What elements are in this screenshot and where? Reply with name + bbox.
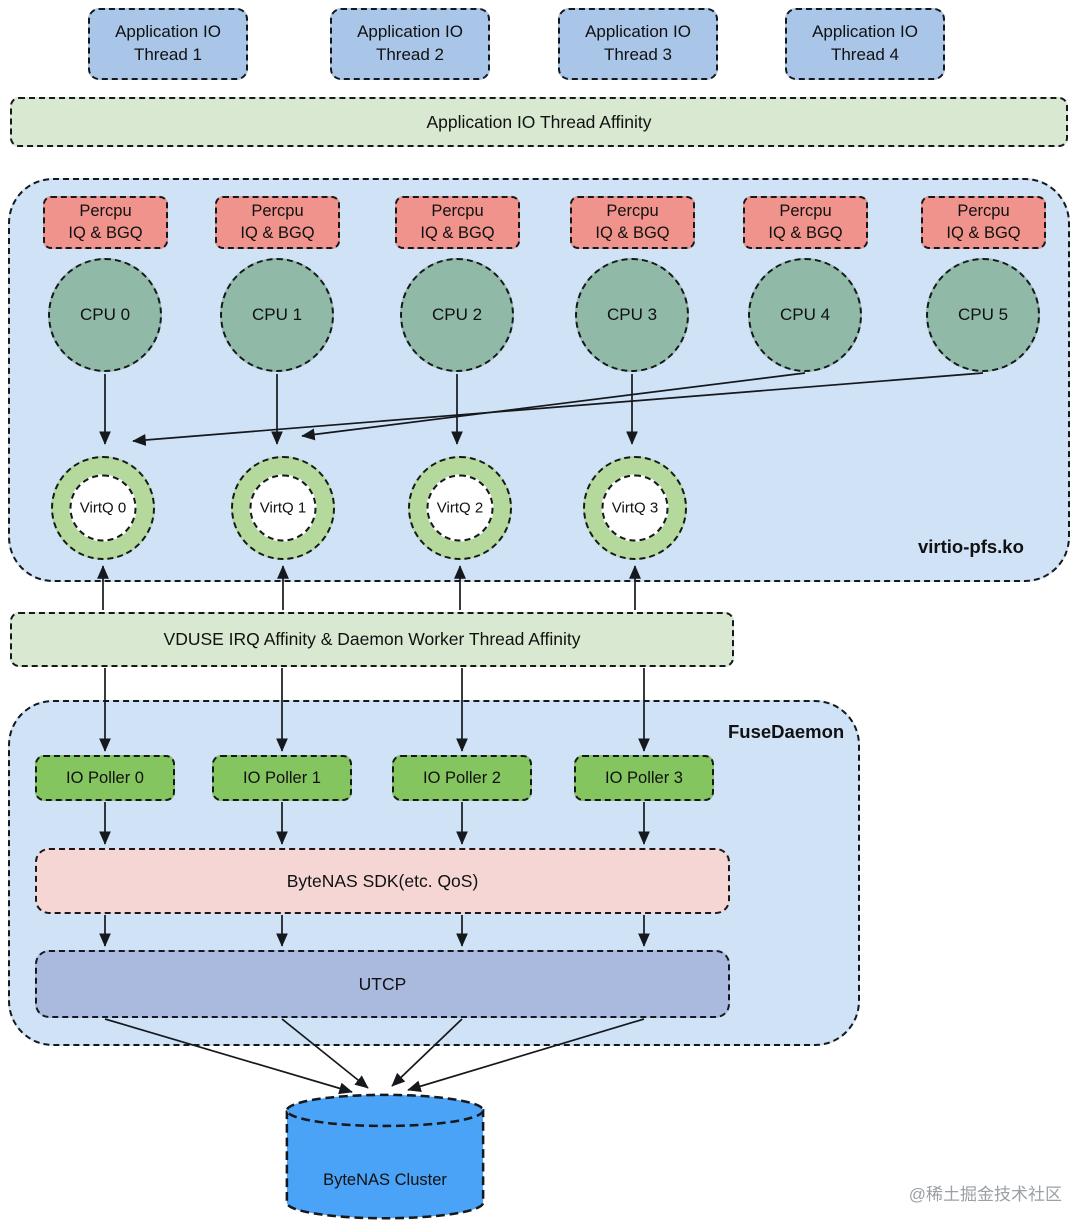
virtq-ring: VirtQ 0	[51, 456, 155, 560]
percpu-queue-box: Percpu IQ & BGQ	[743, 196, 868, 249]
cpu-circle: CPU 5	[926, 258, 1040, 372]
app-io-thread-box: Application IO Thread 2	[330, 8, 490, 80]
virtio-module-label: virtio-pfs.ko	[918, 536, 1024, 557]
app-affinity-band: Application IO Thread Affinity	[10, 97, 1068, 147]
percpu-queue-box: Percpu IQ & BGQ	[215, 196, 340, 249]
fusedaemon-label: FuseDaemon	[728, 721, 845, 742]
io-poller-box: IO Poller 3	[574, 755, 714, 801]
utcp-band: UTCP	[35, 950, 730, 1018]
cpu-circle: CPU 3	[575, 258, 689, 372]
virtq-ring: VirtQ 3	[583, 456, 687, 560]
io-poller-box: IO Poller 0	[35, 755, 175, 801]
virtq-ring: VirtQ 2	[408, 456, 512, 560]
watermark: @稀土掘金技术社区	[908, 1185, 1062, 1204]
percpu-queue-box: Percpu IQ & BGQ	[395, 196, 520, 249]
cpu-circle: CPU 0	[48, 258, 162, 372]
percpu-queue-box: Percpu IQ & BGQ	[570, 196, 695, 249]
virtq-label: VirtQ 3	[601, 474, 669, 542]
bytenas-sdk-band: ByteNAS SDK(etc. QoS)	[35, 848, 730, 914]
cpu-circle: CPU 1	[220, 258, 334, 372]
percpu-queue-box: Percpu IQ & BGQ	[921, 196, 1046, 249]
bytenas-cluster-cylinder	[283, 1090, 487, 1226]
cluster-cylinder-shape	[285, 1093, 485, 1220]
percpu-queue-box: Percpu IQ & BGQ	[43, 196, 168, 249]
cpu-circle: CPU 4	[748, 258, 862, 372]
virtq-ring: VirtQ 1	[231, 456, 335, 560]
cluster-label: ByteNAS Cluster	[323, 1170, 447, 1189]
cpu-circle: CPU 2	[400, 258, 514, 372]
io-poller-box: IO Poller 2	[392, 755, 532, 801]
virtq-label: VirtQ 0	[69, 474, 137, 542]
app-io-thread-box: Application IO Thread 1	[88, 8, 248, 80]
app-io-thread-box: Application IO Thread 3	[558, 8, 718, 80]
virtq-label: VirtQ 2	[426, 474, 494, 542]
io-poller-box: IO Poller 1	[212, 755, 352, 801]
virtq-label: VirtQ 1	[249, 474, 317, 542]
vduse-affinity-band: VDUSE IRQ Affinity & Daemon Worker Threa…	[10, 612, 734, 667]
app-io-thread-box: Application IO Thread 4	[785, 8, 945, 80]
